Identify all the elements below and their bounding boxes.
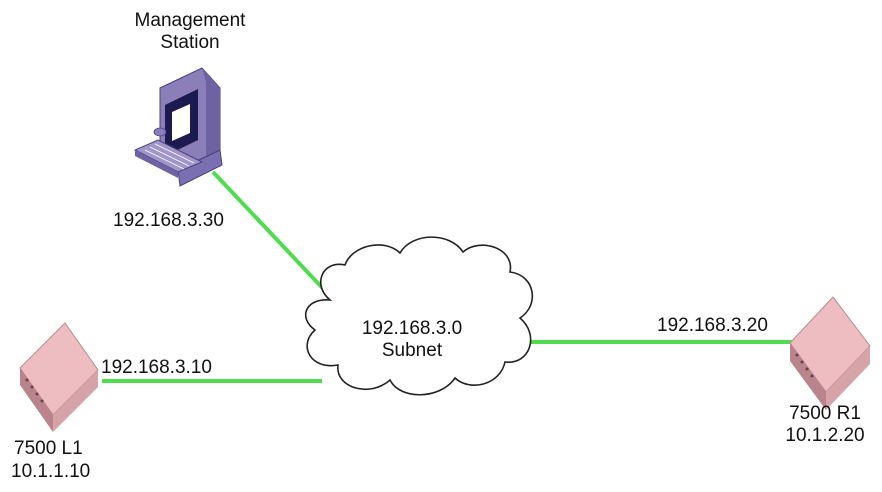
left-switch-ip: 10.1.1.10: [11, 461, 91, 482]
computer-icon: [133, 67, 223, 187]
station-name-line1: Management: [134, 10, 246, 31]
right-link-ip: 192.168.3.20: [657, 315, 768, 336]
subnet-label: 192.168.3.0 Subnet: [352, 318, 472, 362]
right-switch-name: 7500 R1: [789, 403, 861, 424]
cloud-icon: [304, 236, 534, 396]
left-link-ip: 192.168.3.10: [101, 357, 212, 378]
station-ip: 192.168.3.30: [113, 210, 224, 231]
right-switch-ip: 10.1.2.20: [785, 425, 865, 446]
switch-icon: [789, 296, 871, 410]
right-switch-label: 7500 R1 10.1.2.20: [770, 403, 880, 447]
subnet-caption: Subnet: [381, 340, 443, 361]
switch-icon: [19, 322, 99, 432]
link-station-to-subnet: [211, 170, 333, 299]
station-name-line2: Station: [160, 32, 220, 53]
left-switch-name: 7500 L1: [14, 438, 83, 459]
subnet-address: 192.168.3.0: [361, 318, 463, 339]
station-name: Management Station: [110, 10, 270, 54]
